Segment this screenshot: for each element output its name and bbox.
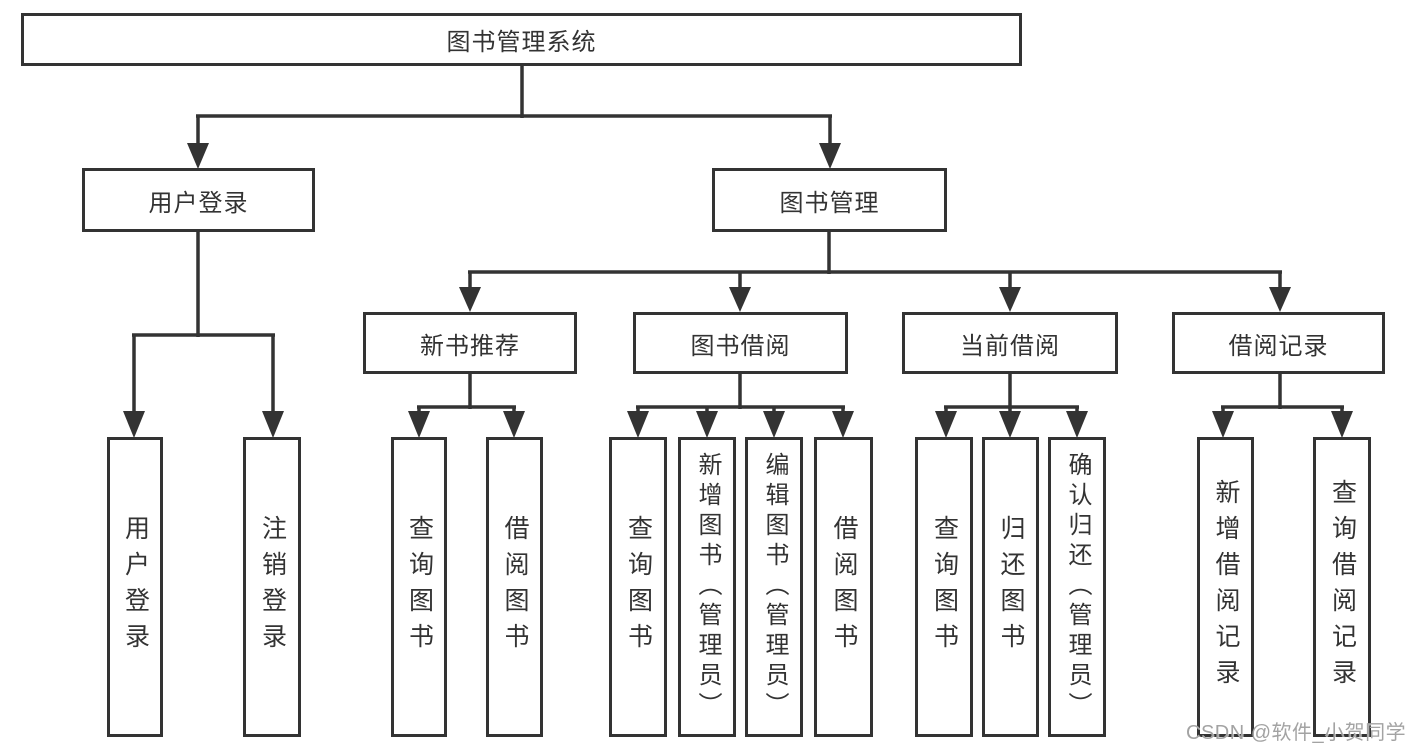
node-book-management: 图书管理	[712, 168, 947, 232]
leaf-logout: 注销登录	[243, 437, 301, 737]
leaf-add-books-admin: 新增图书（管理员）	[678, 437, 736, 737]
node-user-login: 用户登录	[82, 168, 315, 232]
leaf-add-borrow-record: 新增借阅记录	[1197, 437, 1254, 737]
leaf-return-books: 归还图书	[982, 437, 1039, 737]
leaf-query-books: 查询图书	[391, 437, 447, 737]
leaf-confirm-return-admin: 确认归还（管理员）	[1048, 437, 1106, 737]
node-label: 借阅图书	[830, 515, 858, 659]
node-current-borrowing: 当前借阅	[902, 312, 1118, 374]
node-label: 查询图书	[624, 515, 653, 659]
leaf-borrow-books: 借阅图书	[814, 437, 873, 737]
node-label: 图书管理	[779, 189, 880, 217]
node-label: 查询借阅记录	[1328, 479, 1357, 695]
node-label: 归还图书	[997, 515, 1025, 659]
leaf-edit-books-admin: 编辑图书（管理员）	[745, 437, 803, 737]
node-label: 新增图书（管理员）	[694, 452, 721, 722]
node-label: 当前借阅	[960, 332, 1060, 360]
leaf-query-borrow-record: 查询借阅记录	[1313, 437, 1371, 737]
node-label: 借阅记录	[1228, 332, 1329, 360]
node-library-management-system: 图书管理系统	[21, 13, 1022, 66]
node-label: 用户登录	[121, 515, 150, 659]
node-label: 用户登录	[148, 189, 249, 217]
connector-group	[123, 64, 1353, 438]
leaf-query-books: 查询图书	[915, 437, 973, 737]
leaf-user-login: 用户登录	[107, 437, 163, 737]
node-label: 查询图书	[930, 515, 959, 659]
node-label: 查询图书	[405, 515, 434, 659]
node-label: 图书借阅	[690, 332, 791, 360]
node-borrowing-records: 借阅记录	[1172, 312, 1385, 374]
leaf-borrow-books: 借阅图书	[486, 437, 543, 737]
node-book-borrowing: 图书借阅	[633, 312, 848, 374]
leaf-query-books: 查询图书	[609, 437, 667, 737]
node-label: 新书推荐	[420, 332, 520, 360]
node-label: 编辑图书（管理员）	[761, 452, 788, 722]
node-label: 借阅图书	[501, 515, 529, 659]
node-new-book-recommendation: 新书推荐	[363, 312, 577, 374]
watermark: CSDN @软件_小贺同学	[1186, 722, 1405, 744]
node-label: 确认归还（管理员）	[1064, 452, 1091, 722]
node-label: 图书管理系统	[446, 29, 597, 56]
node-label: 注销登录	[258, 515, 287, 659]
node-label: 新增借阅记录	[1212, 479, 1240, 695]
